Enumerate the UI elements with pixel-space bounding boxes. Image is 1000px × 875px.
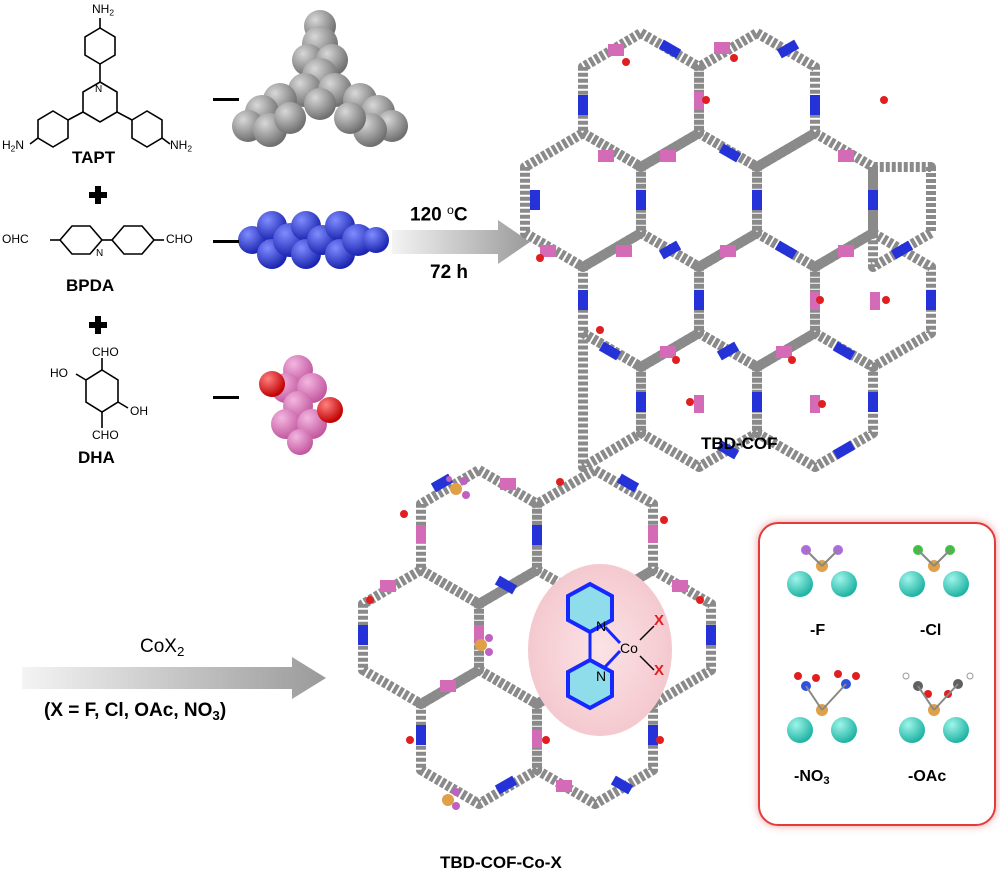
dha-hydroxyl-right: OH xyxy=(130,404,148,418)
reaction2-condition: (X = F, Cl, OAc, NO3) xyxy=(44,700,227,723)
product2-label: TBD-COF-Co-X xyxy=(440,853,562,872)
variant-label-oac: -OAc xyxy=(908,768,947,785)
coordination-detail xyxy=(528,564,672,736)
reaction1-temperature: 120 oC xyxy=(410,203,468,226)
equals-dash xyxy=(213,240,239,243)
equals-dash xyxy=(213,98,239,101)
variants-panel xyxy=(758,522,996,826)
tbd-cof-framework xyxy=(520,28,936,472)
reaction2-reagent: CoX2 xyxy=(140,636,185,659)
dha-structure xyxy=(75,358,129,428)
tapt-amine-top: NH2 xyxy=(92,2,115,18)
variant-no3-model xyxy=(787,670,860,743)
coord-metal: Co xyxy=(620,640,638,656)
bpda-aldehyde-left: OHC xyxy=(2,232,29,246)
variant-oac-model xyxy=(899,672,974,743)
variant-f-model xyxy=(787,545,857,597)
product1-label: TBD-COF xyxy=(701,434,778,453)
plus-icon xyxy=(89,186,107,204)
variant-label-f: -F xyxy=(810,622,826,639)
bpda-aldehyde-right: CHO xyxy=(166,232,193,246)
tapt-amine-left: H2N xyxy=(2,138,25,154)
bpda-label: BPDA xyxy=(66,276,115,295)
bpda-spacefill-model xyxy=(238,211,389,269)
variant-cl-model xyxy=(899,545,969,597)
coord-x-bottom: X xyxy=(654,662,665,679)
coord-x-top: X xyxy=(654,612,665,629)
reaction1-time: 72 h xyxy=(430,262,469,283)
variant-models xyxy=(787,545,974,743)
tapt-amine-right: NH2 xyxy=(170,138,193,154)
tapt-spacefill-model xyxy=(232,10,408,147)
dha-aldehyde-bottom: CHO xyxy=(92,428,119,442)
tapt-ring-n: N xyxy=(95,84,103,95)
dha-aldehyde-top: CHO xyxy=(92,345,119,359)
coord-n-bottom: N xyxy=(596,668,607,684)
bpda-structure xyxy=(50,225,164,255)
tapt-label: TAPT xyxy=(72,148,116,167)
variant-label-no3: -NO3 xyxy=(794,768,830,787)
coord-n-top: N xyxy=(596,618,607,634)
dha-label: DHA xyxy=(78,448,115,467)
reaction-arrow-1 xyxy=(392,220,530,264)
bpda-ring-n: N xyxy=(96,248,104,259)
variant-label-cl: -Cl xyxy=(920,622,942,639)
reaction-arrow-2 xyxy=(22,657,326,699)
dha-hydroxyl-left: HO xyxy=(50,366,68,380)
dha-spacefill-model xyxy=(259,355,343,455)
equals-dash xyxy=(213,396,239,399)
tapt-structure xyxy=(29,18,171,148)
plus-icon xyxy=(89,316,107,334)
